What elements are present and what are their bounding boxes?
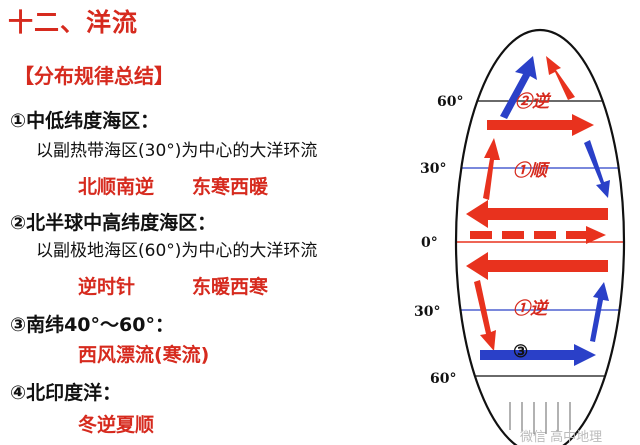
antarctic-hatch xyxy=(509,402,571,434)
arrow-equatorial-countercurrent xyxy=(470,226,606,244)
gyre-label-south-subtropical: ①逆 xyxy=(513,299,550,319)
item-2-rule-2: 东暖西寒 xyxy=(192,276,269,298)
item-4-heading: ④北印度洋： xyxy=(10,382,122,404)
arrow-subpolar-east-warm xyxy=(546,56,575,100)
arrow-west-wind-drift-cold xyxy=(480,344,596,366)
latitude-lines xyxy=(456,100,624,434)
item-3-heading: ③南纬40°～60°： xyxy=(10,314,174,336)
arrow-north-drift-warm xyxy=(487,114,594,136)
watermark: 微信 高中地理 xyxy=(520,430,603,445)
item-1-rule-1: 北顺南逆 xyxy=(78,176,155,198)
item-2-rule-1: 逆时针 xyxy=(78,276,136,298)
lat-label-30n: 30° xyxy=(420,161,446,177)
ocean-basin-outline xyxy=(454,28,626,445)
item-1-rule-2: 东寒西暖 xyxy=(192,176,269,198)
lat-label-60s: 60° xyxy=(430,371,456,387)
gyre-label-north-subtropical: ①顺 xyxy=(513,161,551,181)
gyre-label-south-westerly: ③ xyxy=(513,342,528,362)
page-title: 十二、洋流 xyxy=(8,8,139,37)
item-1-heading: ①中低纬度海区： xyxy=(10,110,160,132)
arrow-south-equatorial-current xyxy=(466,252,608,280)
arrow-subpolar-west-cold xyxy=(500,56,537,119)
arrow-north-equatorial-current xyxy=(466,200,608,228)
arrow-south-subtropical-east-cold xyxy=(590,282,609,342)
item-2-heading: ②北半球中高纬度海区： xyxy=(10,212,217,234)
gyre-label-north-subpolar: ②逆 xyxy=(515,92,552,112)
lat-label-30s: 30° xyxy=(414,304,440,320)
section-title: 【分布规律总结】 xyxy=(14,64,174,88)
arrow-subtropical-east-cold xyxy=(584,140,610,198)
item-4-rule-1: 冬逆夏顺 xyxy=(78,414,155,436)
item-3-rule-1: 西风漂流(寒流) xyxy=(78,344,210,366)
lat-label-60n: 60° xyxy=(437,94,463,110)
item-2-desc: 以副极地海区(60°)为中心的大洋环流 xyxy=(36,241,318,261)
arrow-subtropical-west-warm xyxy=(483,138,500,200)
item-1-desc: 以副热带海区(30°)为中心的大洋环流 xyxy=(36,141,318,161)
lat-label-equator: 0° xyxy=(421,235,438,251)
arrow-south-subtropical-west-warm xyxy=(474,280,496,351)
